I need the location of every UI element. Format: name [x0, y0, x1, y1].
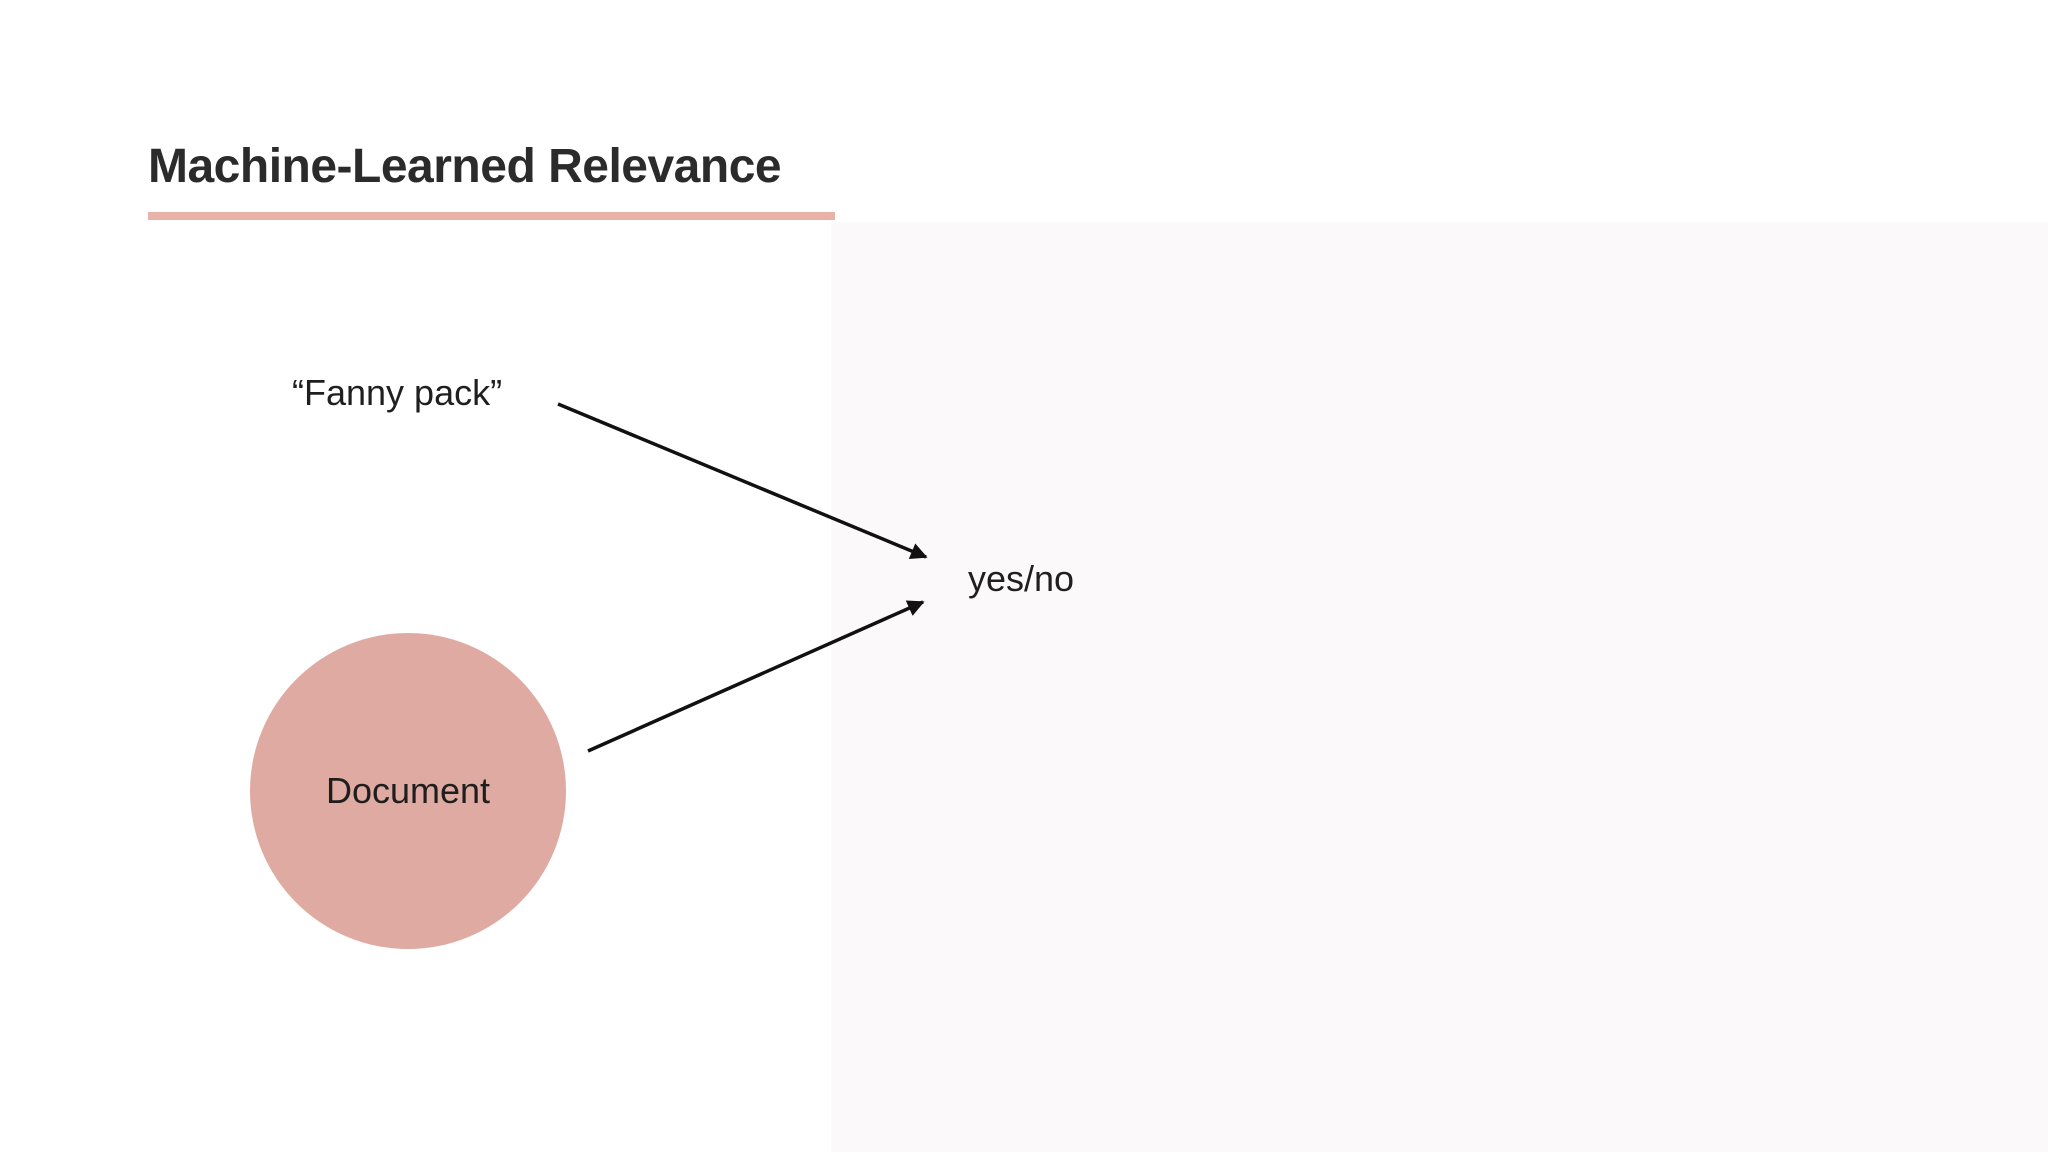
- background-panel: [831, 222, 2048, 1152]
- query-label: “Fanny pack”: [292, 372, 503, 413]
- title-accent-underline: [148, 212, 835, 220]
- document-node-label: Document: [325, 770, 491, 811]
- document-node: Document: [250, 633, 566, 949]
- slide-title: Machine-Learned Relevance: [148, 140, 782, 193]
- output-label: yes/no: [968, 558, 1075, 599]
